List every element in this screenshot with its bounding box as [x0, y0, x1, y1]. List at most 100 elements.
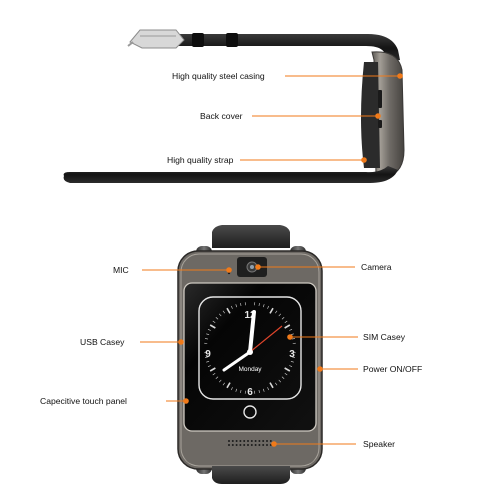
- dial-tick: [258, 302, 260, 307]
- dial-tick: [291, 356, 296, 358]
- label-camera: Camera: [361, 262, 392, 272]
- chin: [184, 432, 316, 464]
- dial-tick: [209, 324, 216, 329]
- side-button: [378, 90, 382, 108]
- dial-tick: [212, 373, 216, 376]
- dial-tick: [235, 388, 237, 392]
- front-callouts: MIC Camera USB Casey SIM Casey Power ON/…: [40, 262, 422, 449]
- callout-dot-mic: [226, 267, 232, 273]
- dial-tick: [206, 361, 210, 363]
- speaker-hole: [269, 440, 272, 442]
- speaker-hole: [266, 444, 268, 446]
- speaker-hole: [235, 440, 238, 442]
- lower-strap: [63, 166, 398, 183]
- dial-tick: [289, 365, 293, 367]
- dial-tick: [207, 329, 211, 331]
- dial-numeral-3: 3: [289, 349, 295, 360]
- dial-tick: [290, 361, 294, 363]
- dial-tick: [222, 382, 225, 386]
- callout-dot-back-cover: [375, 113, 381, 119]
- speaker-hole: [239, 440, 242, 442]
- dial-tick: [204, 338, 209, 340]
- speaker-hole: [239, 444, 242, 446]
- speaker-hole: [258, 444, 261, 446]
- second-hand: [249, 325, 283, 353]
- speaker-hole: [231, 440, 234, 442]
- dial-tick: [209, 367, 216, 372]
- callout-dot-touch: [183, 398, 189, 404]
- label-touch-panel: Capecitive touch panel: [40, 396, 127, 406]
- upper-strap: [150, 34, 400, 62]
- side-port: [378, 120, 382, 128]
- front-strap-top: [212, 225, 290, 248]
- label-sim: SIM Casey: [363, 332, 406, 342]
- label-power: Power ON/OFF: [363, 364, 422, 374]
- callout-dot-strap: [361, 157, 367, 163]
- callout-dot-power: [317, 366, 323, 372]
- dial-tick: [218, 379, 222, 383]
- strap-loop: [192, 33, 204, 47]
- dial-tick: [284, 373, 288, 376]
- dial-numeral-6: 6: [247, 387, 253, 398]
- dial-tick: [231, 387, 233, 391]
- speaker-hole: [228, 440, 230, 442]
- label-back-cover: Back cover: [200, 111, 243, 121]
- dial-tick: [291, 338, 296, 340]
- strap-loop-2: [226, 33, 238, 47]
- dial-tick: [263, 304, 265, 308]
- speaker-hole: [250, 444, 253, 446]
- speaker-hole: [258, 440, 261, 442]
- dial-tick: [226, 382, 231, 389]
- callout-dot-casing: [397, 73, 403, 79]
- dial-tick: [284, 367, 291, 372]
- dial-tick: [212, 320, 216, 323]
- dial-numeral-12: 12: [244, 310, 256, 321]
- callout-dot-sim: [287, 334, 293, 340]
- speaker-hole: [247, 440, 249, 442]
- dial-tick: [284, 320, 288, 323]
- dial-tick: [215, 376, 219, 380]
- dial-tick: [204, 356, 209, 358]
- dial-tick: [267, 387, 269, 391]
- speaker-grille: [228, 440, 272, 446]
- dial-tick: [290, 333, 294, 335]
- back-cover: [361, 62, 380, 168]
- dial-tick: [215, 316, 219, 320]
- dial-tick: [207, 365, 211, 367]
- speaker-hole: [231, 444, 234, 446]
- speaker-hole: [228, 444, 230, 446]
- callout-dot-camera: [255, 264, 261, 270]
- dial-tick: [258, 389, 260, 394]
- hands-pivot: [247, 349, 253, 355]
- dial-frame: [198, 296, 302, 400]
- dial-tick: [284, 324, 291, 329]
- dial-ticks: [204, 302, 296, 394]
- callout-dot-usb: [178, 339, 184, 345]
- speaker-hole: [243, 440, 246, 442]
- speaker-hole: [247, 444, 249, 446]
- dial-tick: [235, 304, 237, 308]
- dial-tick: [226, 307, 231, 314]
- label-mic: MIC: [113, 265, 129, 275]
- dial-tick: [240, 389, 242, 394]
- dial-tick: [231, 305, 233, 309]
- dial-tick: [269, 307, 274, 314]
- callout-dot-speaker: [271, 441, 277, 447]
- dial-tick: [269, 382, 274, 389]
- dial-tick: [278, 379, 282, 383]
- speaker-hole: [262, 444, 265, 446]
- dial-tick: [275, 310, 278, 314]
- speaker-hole: [250, 440, 253, 442]
- speaker-hole: [243, 444, 246, 446]
- dial-tick: [263, 388, 265, 392]
- top-callouts: High quality steel casing Back cover Hig…: [167, 71, 403, 165]
- dial-numeral-9: 9: [205, 349, 211, 360]
- label-steel-casing: High quality steel casing: [172, 71, 265, 81]
- dial-tick: [218, 313, 222, 317]
- home-button[interactable]: [243, 405, 257, 419]
- watch-glass: [183, 282, 317, 432]
- dial-tick: [281, 316, 285, 320]
- dial-tick: [275, 382, 278, 386]
- speaker-hole: [254, 444, 257, 446]
